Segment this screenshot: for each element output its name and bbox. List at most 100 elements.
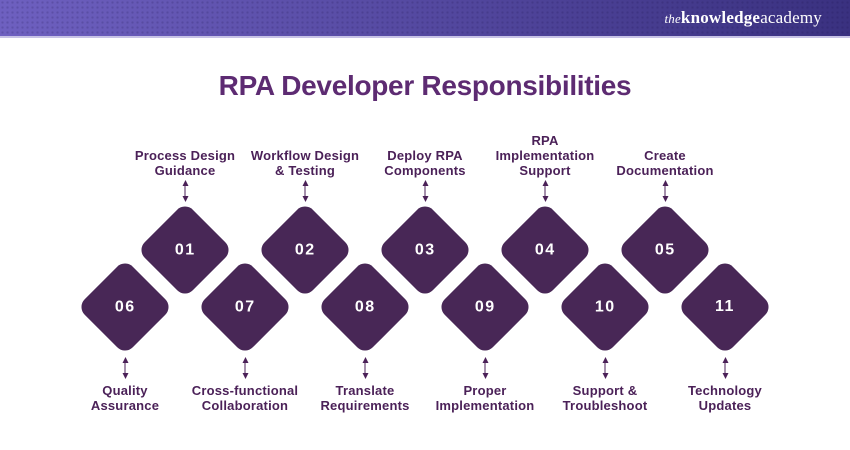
connector-arrow [541,180,550,202]
brand-logo: theknowledgeacademy [664,8,822,28]
arrow-head-down-icon [422,196,428,202]
arrow-line [124,363,126,373]
connector-arrow [721,357,730,379]
arrow-head-down-icon [302,196,308,202]
arrow-line [184,186,186,196]
diamond-number: 10 [594,297,616,315]
arrow-line [424,186,426,196]
item-label-line: RPA [531,133,559,148]
arrow-head-up-icon [362,357,368,363]
arrow-head-up-icon [542,180,548,186]
item-label-line: Technology [688,383,762,398]
arrow-head-down-icon [722,373,728,379]
arrow-head-down-icon [242,373,248,379]
diamond-number: 03 [414,240,436,258]
diamond-number: 06 [114,297,136,315]
connector-arrow [301,180,310,202]
connector-arrow [661,180,670,202]
arrow-line [544,186,546,196]
arrow-head-up-icon [302,180,308,186]
item-label-line: Support & [572,383,638,398]
item-label-line: Documentation [616,163,714,178]
logo-knowledge: knowledge [680,8,761,27]
diamond-number: 02 [294,240,316,258]
arrow-head-down-icon [362,373,368,379]
item-label-line: Collaboration [201,398,289,413]
item-label-line: Updates [698,398,752,413]
item-label-line: Quality [102,383,148,398]
arrow-line [304,186,306,196]
item-label-line: Cross-functional [191,383,299,398]
diamond-08: 08 [316,258,414,356]
item-label-line: Requirements [320,398,410,413]
item-label-line: Guidance [154,163,216,178]
connector-arrow [361,357,370,379]
diamond-number: 09 [474,297,496,315]
item-label-line: Assurance [90,398,160,413]
arrow-head-up-icon [422,180,428,186]
arrow-head-up-icon [122,357,128,363]
item-label-line: Implementation [495,148,595,163]
item-label-10: Support &Troubleshoot [563,383,648,413]
diamond-number: 04 [534,240,556,258]
item-label-line: Workflow Design [250,148,360,163]
arrow-head-up-icon [722,357,728,363]
connector-arrow [601,357,610,379]
diamond-07: 07 [196,258,294,356]
connector-arrow [181,180,190,202]
item-label-line: Translate [335,383,395,398]
diamond-number: 07 [234,297,256,315]
item-label-line: Implementation [435,398,535,413]
item-label-line: Create [644,148,686,163]
item-label-line: Troubleshoot [562,398,648,413]
diamond-06: 06 [76,258,174,356]
item-label-line: & Testing [274,163,336,178]
connector-arrow [241,357,250,379]
connector-arrow [121,357,130,379]
item-label-02: Workflow Design& Testing [251,148,359,178]
item-label-line: Support [519,163,571,178]
logo-academy: academy [760,8,822,27]
arrow-head-down-icon [662,196,668,202]
arrow-head-down-icon [182,196,188,202]
arrow-line [244,363,246,373]
item-label-line: Components [384,163,466,178]
diamond-number: 05 [654,240,676,258]
arrow-head-up-icon [242,357,248,363]
arrow-line [724,363,726,373]
arrow-head-up-icon [482,357,488,363]
diamond-09: 09 [436,258,534,356]
diamond-number: 11 [715,297,735,315]
logo-the: the [664,11,681,26]
page-title: RPA Developer Responsibilities [218,70,632,101]
connector-arrow [421,180,430,202]
item-label-line: Proper [463,383,507,398]
arrow-head-down-icon [602,373,608,379]
arrow-line [604,363,606,373]
arrow-head-up-icon [662,180,668,186]
arrow-head-down-icon [482,373,488,379]
arrow-head-up-icon [602,357,608,363]
header-bar: theknowledgeacademy [0,0,850,38]
diamond-11: 11 [676,258,774,356]
diamond-number: 08 [354,297,376,315]
arrow-head-down-icon [122,373,128,379]
arrow-line [484,363,486,373]
diamond-number: 01 [174,240,196,258]
item-label-line: Deploy RPA [387,148,463,163]
item-label-line: Process Design [134,148,236,163]
arrow-head-down-icon [542,196,548,202]
connector-arrow [481,357,490,379]
diamond-10: 10 [556,258,654,356]
arrow-head-up-icon [182,180,188,186]
